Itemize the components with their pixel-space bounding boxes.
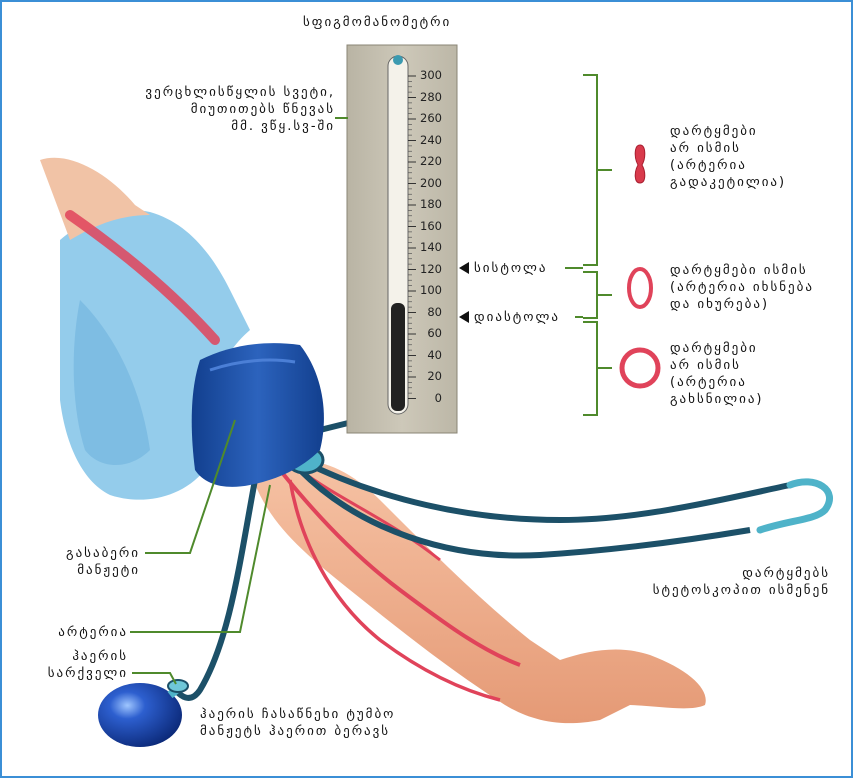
scale-tick-label: 300	[402, 69, 442, 82]
cuff-label: გასაბერი მანჟეტი	[20, 545, 140, 579]
artery-label: არტერია	[20, 624, 128, 641]
tube-to-bulb	[175, 480, 255, 698]
scale-tick-label: 0	[402, 392, 442, 405]
stethoscope-label: დარტყმებს სტეტოსკოპით ისმენენ	[560, 565, 830, 599]
scale-tick-label: 140	[402, 241, 442, 254]
systole-arrow-icon	[459, 262, 469, 274]
state-open-label: დარტყმები არ ისმის (არტერია გახსნილია)	[670, 340, 764, 408]
scale-tick-label: 260	[402, 112, 442, 125]
systole-label: სისტოლა	[474, 260, 547, 277]
scale-tick-label: 180	[402, 198, 442, 211]
scale-tick-label: 60	[402, 327, 442, 340]
state-brackets	[583, 75, 612, 415]
pump-bulb-label: ჰაერის ჩასაწნეხი ტუმბო მანჟეტს ჰაერით ბე…	[200, 706, 395, 740]
artery-closed-icon	[635, 145, 645, 183]
diastole-arrow-icon	[459, 311, 469, 323]
gauge-title: სფიგმომანომეტრი	[303, 14, 451, 31]
air-valve-label: ჰაერის სარქველი	[20, 648, 128, 682]
state-closed-label: დარტყმები არ ისმის (არტერია გადაკეტილია)	[670, 123, 786, 191]
scale-tick-label: 20	[402, 370, 442, 383]
scale-tick-label: 100	[402, 284, 442, 297]
scale-tick-label: 240	[402, 134, 442, 147]
scale-tick-label: 200	[402, 177, 442, 190]
diastole-label: დიასტოლა	[474, 309, 560, 326]
scale-tick-label: 220	[402, 155, 442, 168]
state-partial-label: დარტყმები ისმის (არტერია იხსნება და იხურ…	[670, 262, 814, 313]
scale-tick-label: 160	[402, 220, 442, 233]
scale-tick-label: 280	[402, 91, 442, 104]
scale-tick-label: 80	[402, 306, 442, 319]
artery-open-icon	[622, 350, 658, 386]
scale-tick-label: 40	[402, 349, 442, 362]
mercury-column-label: ვერცხლისწყლის სვეტი, მიუთითებს წნევას მმ…	[60, 84, 335, 135]
scale-tick-label: 120	[402, 263, 442, 276]
pump-bulb	[98, 680, 188, 747]
artery-partial-icon	[629, 269, 651, 307]
